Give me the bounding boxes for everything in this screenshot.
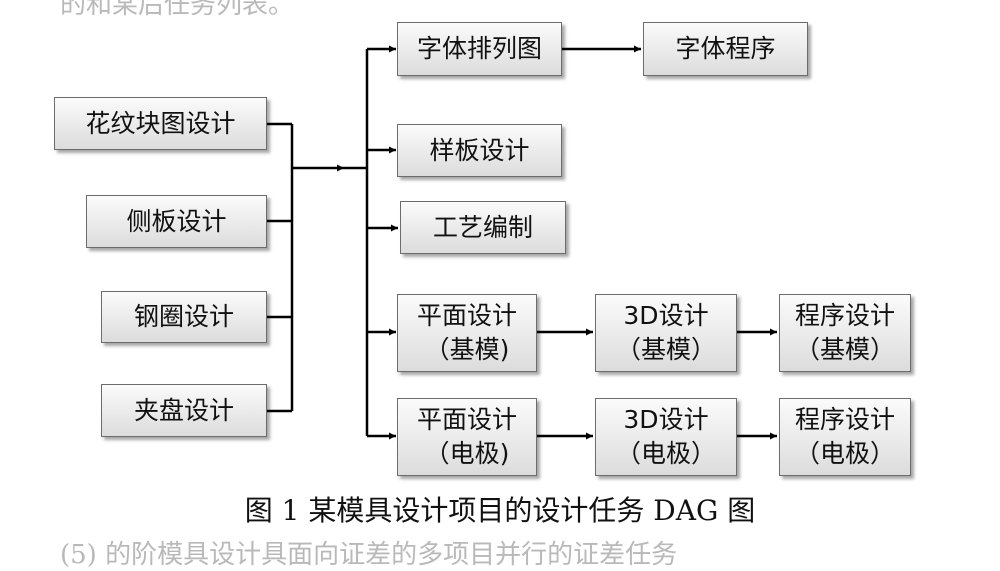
node-zitipailie: 字体排列图 — [397, 22, 562, 76]
node-label-line1: 程序设计 — [794, 405, 895, 434]
node-gangquan: 钢圈设计 — [101, 291, 267, 343]
node-chengxu-jimo: 程序设计 （基模） — [779, 294, 911, 372]
node-label: 字体程序 — [675, 34, 776, 63]
node-label-line2: （电极) — [424, 439, 510, 468]
node-label-line2: （基模） — [615, 335, 716, 364]
node-pingmian-dianji: 平面设计 （电极) — [397, 398, 537, 476]
node-label-line1: 平面设计 — [416, 405, 517, 434]
node-label: 夹盘设计 — [133, 395, 234, 425]
node-label-line1: 程序设计 — [794, 301, 895, 330]
node-gongyi: 工艺编制 — [400, 201, 566, 254]
node-label: 花纹块图设计 — [85, 108, 236, 138]
node-label-line2: （电极） — [615, 439, 716, 468]
node-label-line1: 平面设计 — [416, 301, 517, 330]
node-label: 样板设计 — [429, 135, 530, 165]
node-label-line1: 3D设计 — [623, 301, 709, 330]
node-3d-jimo: 3D设计 （基模） — [595, 294, 737, 372]
node-ceban: 侧板设计 — [86, 195, 267, 248]
node-label-line1: 3D设计 — [623, 405, 709, 434]
node-label-line2: （基模) — [424, 335, 510, 364]
node-label: 侧板设计 — [126, 206, 227, 236]
node-label-line2: （基模） — [794, 335, 895, 364]
node-label: 钢圈设计 — [133, 302, 234, 331]
node-label-line2: （电极） — [794, 439, 895, 468]
node-label: 工艺编制 — [432, 212, 533, 242]
page-text-fragment-top: 的和某后任务列表。 — [60, 0, 295, 20]
node-chengxu-dianji: 程序设计 （电极） — [779, 398, 911, 476]
node-3d-dianji: 3D设计 （电极） — [595, 398, 737, 476]
page-text-fragment-bottom: (5) 的阶模具设计具面向证差的多项目并行的证差任务 — [60, 540, 678, 570]
node-jiapan: 夹盘设计 — [101, 384, 267, 437]
connector-lines — [267, 45, 777, 440]
node-yangban: 样板设计 — [397, 124, 562, 177]
node-huawen: 花纹块图设计 — [54, 97, 267, 150]
figure-caption: 图 1 某模具设计项目的设计任务 DAG 图 — [244, 494, 756, 527]
node-zitichengxu: 字体程序 — [643, 22, 808, 76]
node-label: 字体排列图 — [416, 34, 542, 63]
node-pingmian-jimo: 平面设计 （基模) — [397, 294, 537, 372]
